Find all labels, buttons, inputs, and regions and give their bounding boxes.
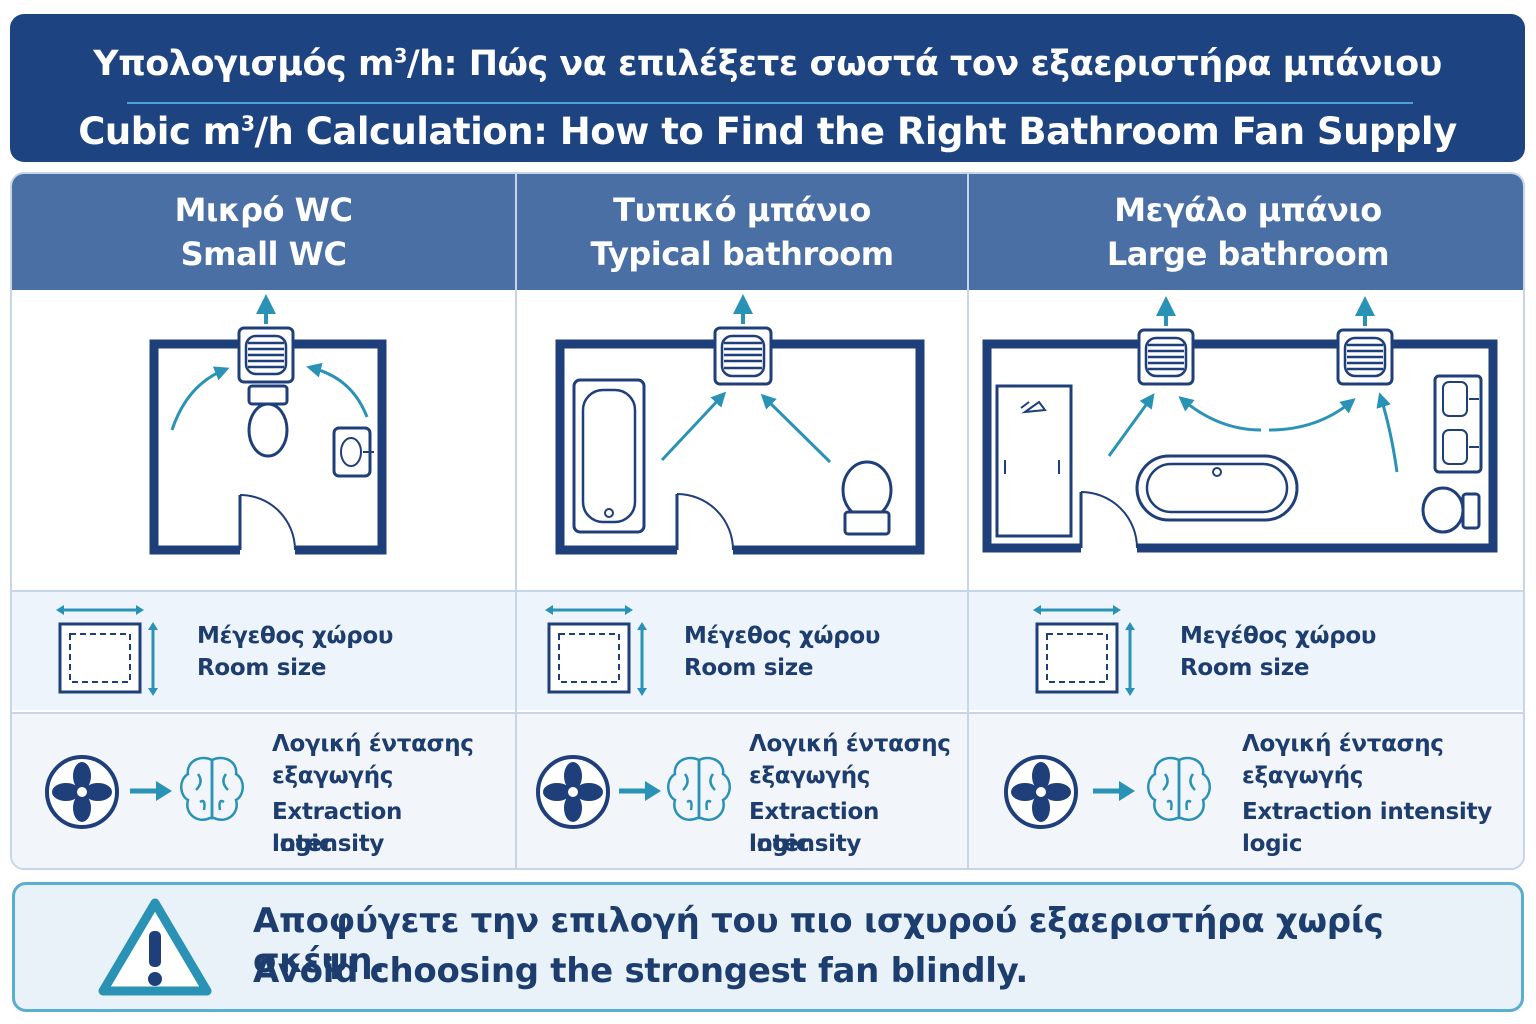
- arrow-right-icon: [130, 781, 172, 801]
- column-title-greek: Τυπικό μπάνιο: [613, 191, 871, 229]
- intensity-label-greek-1: Λογική έντασης: [272, 731, 474, 757]
- sink-icon: [332, 426, 374, 478]
- airflow-arrow-icon: [1178, 396, 1262, 432]
- floor-plan-drawing: [149, 294, 387, 555]
- intensity-label-greek-1: Λογική έντασης: [749, 731, 951, 757]
- room-size-label-english: Room size: [1180, 655, 1310, 681]
- fan-icon: [536, 755, 610, 829]
- warning-text-english: Avoid choosing the strongest fan blindly…: [253, 951, 1028, 991]
- column-header: Μεγάλο μπάνιο Large bathroom: [969, 174, 1523, 290]
- column-title-greek: Μεγάλο μπάνιο: [1114, 191, 1382, 229]
- room-size-panel: Μέγεθος χώρου Room size: [12, 590, 515, 710]
- intensity-label-greek-2: εξαγωγής: [749, 763, 871, 789]
- column-separator: [967, 174, 969, 868]
- room-size-label-greek: Μέγεθος χώρου: [684, 623, 881, 649]
- fan-icon: [45, 755, 119, 829]
- column-typical-bathroom: Τυπικό μπάνιο Typical bathroom: [517, 174, 967, 868]
- exhaust-fan-icon: [1137, 328, 1195, 386]
- extraction-intensity-panel: Λογική έντασης εξαγωγής Extraction inten…: [12, 712, 515, 868]
- title-divider: [127, 102, 1413, 104]
- intensity-label-greek-2: εξαγωγής: [1242, 763, 1364, 789]
- intensity-label-english-1: Extraction intensity: [749, 799, 880, 857]
- floor-plan-large-bathroom: [969, 290, 1523, 588]
- title-english: Cubic m3/h Calculation: How to Find the …: [78, 110, 1457, 153]
- room-size-label-greek: Μεγέθος χώρου: [1180, 623, 1377, 649]
- arrow-right-icon: [1093, 781, 1135, 801]
- room-walls: [982, 339, 1498, 553]
- door-icon: [675, 493, 734, 551]
- airflow-arrow-icon: [660, 391, 727, 462]
- toilet-icon: [1421, 486, 1481, 534]
- column-title-english: Large bathroom: [1106, 235, 1390, 273]
- warning-text-greek: Αποφύγετε την επιλογή του πιο ισχυρού εξ…: [253, 901, 1384, 981]
- brain-icon: [180, 756, 244, 821]
- column-separator: [515, 174, 517, 868]
- room-size-panel: Μέγεθος χώρου Room size: [517, 590, 967, 710]
- floor-plan-drawing: [982, 296, 1498, 553]
- airflow-arrow-icon: [760, 393, 832, 464]
- column-small-wc: Μικρό WC Small WC: [12, 174, 515, 868]
- intensity-label-english-2: logic: [749, 831, 810, 857]
- fan-icon: [1004, 755, 1078, 829]
- airflow-arrow-icon: [1268, 398, 1356, 432]
- shower-icon: [995, 384, 1073, 538]
- column-large-bathroom: Μεγάλο μπάνιο Large bathroom: [969, 174, 1523, 868]
- title-greek: Υπολογισμός m3/h: Πώς να επιλέξετε σωστά…: [93, 44, 1442, 84]
- intensity-label-english-1: Extraction intensity: [1242, 799, 1492, 825]
- airflow-arrow-icon: [1107, 393, 1155, 457]
- airflow-arrow-icon: [170, 366, 230, 431]
- extraction-intensity-panel: Λογική έντασης εξαγωγής Extraction inten…: [517, 712, 967, 868]
- column-header: Τυπικό μπάνιο Typical bathroom: [517, 174, 967, 290]
- room-size-label-greek: Μέγεθος χώρου: [197, 623, 394, 649]
- column-title-english: Small WC: [180, 235, 347, 273]
- floor-plan-drawing: [555, 294, 925, 555]
- warning-banner: Αποφύγετε την επιλογή του πιο ισχυρού εξ…: [12, 882, 1524, 1012]
- extraction-intensity-panel: Λογική έντασης εξαγωγής Extraction inten…: [969, 712, 1523, 868]
- toilet-icon: [247, 384, 289, 458]
- column-title-greek: Μικρό WC: [174, 191, 353, 229]
- column-title-english: Typical bathroom: [590, 235, 894, 273]
- airflow-arrow-icon: [306, 362, 369, 418]
- room-size-panel: Μεγέθος χώρου Room size: [969, 590, 1523, 710]
- room-size-icon: [545, 605, 647, 696]
- brain-icon: [667, 756, 731, 821]
- floor-plan-typical-bathroom: [517, 290, 967, 588]
- brain-icon: [1147, 756, 1211, 821]
- door-icon: [1079, 491, 1138, 549]
- bathtub-icon: [1135, 454, 1299, 522]
- sink-icon: [1433, 374, 1483, 474]
- bathtub-icon: [572, 378, 646, 534]
- intensity-label-english-1: Extraction intensity: [272, 799, 403, 857]
- intensity-label-english-2: logic: [272, 831, 333, 857]
- exhaust-fan-icon: [713, 326, 773, 386]
- room-size-label-english: Room size: [684, 655, 814, 681]
- intensity-label-greek-1: Λογική έντασης: [1242, 731, 1444, 757]
- floor-plan-small-wc: [12, 290, 515, 588]
- door-icon: [238, 494, 296, 551]
- title-banner: Υπολογισμός m3/h: Πώς να επιλέξετε σωστά…: [10, 14, 1525, 162]
- exhaust-fan-icon: [1336, 328, 1394, 386]
- column-header: Μικρό WC Small WC: [12, 174, 515, 290]
- comparison-grid: Μικρό WC Small WC: [10, 172, 1525, 870]
- airflow-arrow-icon: [1376, 392, 1399, 473]
- room-size-icon: [56, 605, 158, 696]
- room-size-label-english: Room size: [197, 655, 327, 681]
- intensity-label-greek-2: εξαγωγής: [272, 763, 394, 789]
- arrow-right-icon: [619, 781, 661, 801]
- exhaust-fan-icon: [237, 326, 295, 384]
- room-size-icon: [1033, 605, 1135, 696]
- warning-icon: [98, 898, 212, 996]
- toilet-icon: [841, 460, 893, 536]
- intensity-label-english-2: logic: [1242, 831, 1303, 857]
